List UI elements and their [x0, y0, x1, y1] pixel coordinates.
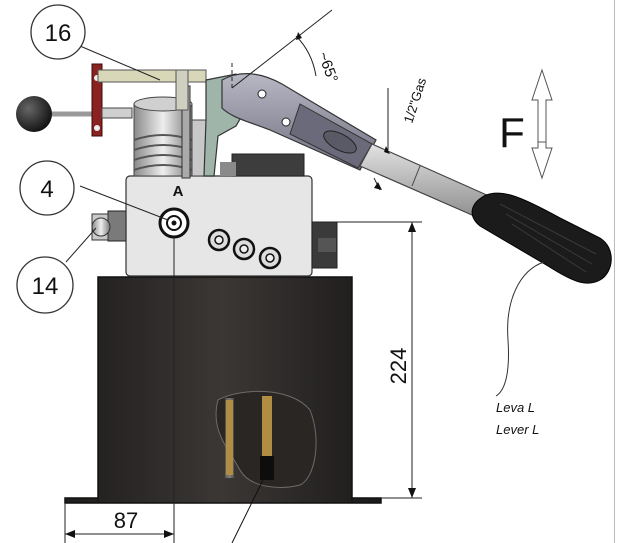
force-label: F — [499, 109, 525, 156]
width-dimension — [64, 237, 175, 543]
balloon-14-circle — [16, 256, 74, 314]
lever-arm — [221, 73, 377, 171]
lever-handle-grip — [471, 192, 612, 284]
balloon-16-label: 16 — [45, 20, 72, 47]
tank-cutaway-window — [215, 390, 317, 543]
gauge-tube-right — [262, 396, 272, 458]
valve-block — [125, 175, 338, 277]
balloon-14-label: 14 — [32, 273, 59, 300]
release-knob — [16, 96, 52, 132]
width-dimension-label: 87 — [114, 508, 138, 533]
gauge-leader-line — [231, 477, 265, 543]
angle-construction — [231, 9, 333, 89]
balloon-4-label: 4 — [40, 176, 53, 203]
balloon-14-leader — [65, 227, 97, 263]
gauge-plug — [260, 456, 274, 480]
link-bar — [97, 69, 207, 111]
balloon-4-circle — [19, 160, 75, 216]
lever-leader-line — [495, 261, 545, 397]
reservoir-tank — [64, 276, 382, 504]
force-arrow — [531, 68, 553, 180]
balloon-4-leader — [79, 185, 169, 221]
pump-cylinder — [133, 85, 305, 179]
release-valve-handle — [16, 63, 133, 137]
thread-label: 1/2"Gas — [401, 76, 430, 125]
lever-label-italian: Leva L — [496, 400, 535, 415]
lever-label-english: Lever L — [496, 422, 539, 437]
angle-label: ~65° — [314, 50, 341, 85]
port-a-label: A — [173, 183, 184, 200]
thread-dimension-marks — [373, 88, 390, 191]
balloon-16-leader — [79, 45, 161, 81]
side-fitting — [91, 210, 127, 242]
balloon-16-circle — [30, 4, 86, 60]
height-dimension — [312, 221, 422, 499]
height-dimension-label: 224 — [386, 348, 411, 385]
gauge-tube-left — [226, 400, 233, 475]
page-frame-edge — [614, 0, 625, 543]
